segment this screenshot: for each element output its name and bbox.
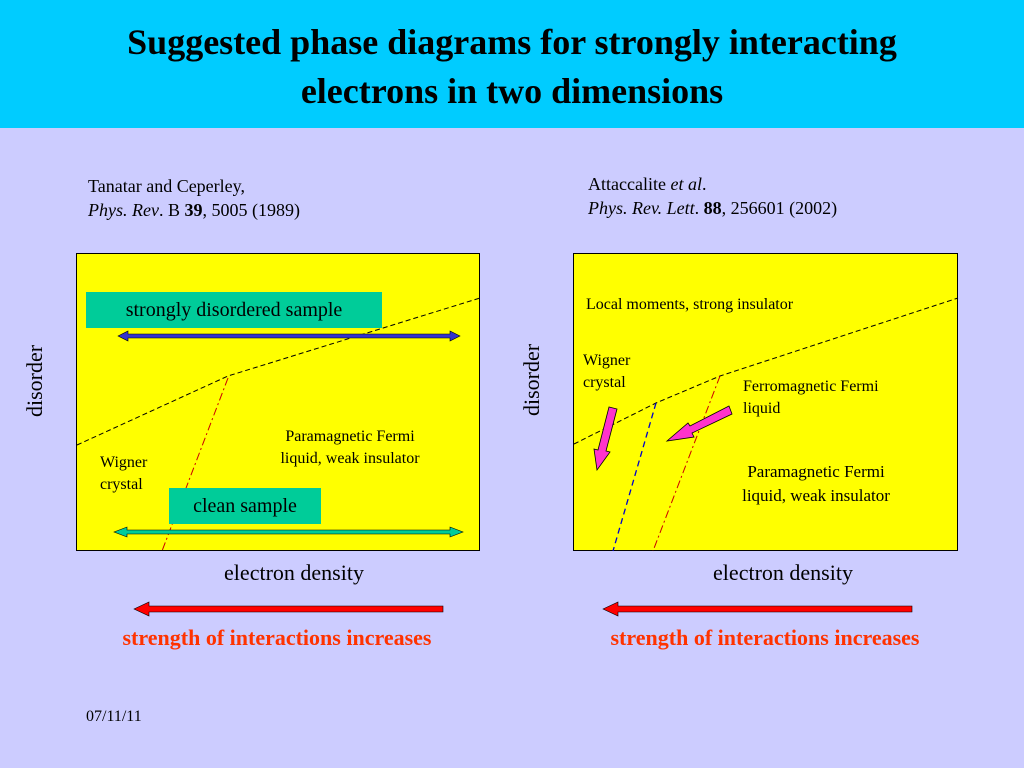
left-interaction-label: strength of interactions increases <box>122 625 432 650</box>
left-paramagnetic-line-1: Paramagnetic Fermi <box>285 428 415 445</box>
right-reference-authors: Attaccalite <box>588 174 671 194</box>
right-interaction-arrow <box>602 601 913 617</box>
left-reference-citation: Phys. Rev. B 39, 5005 (1989) <box>88 198 300 222</box>
right-paramagnetic-line-2: liquid, weak insulator <box>742 486 890 505</box>
left-paramagnetic-line-2: liquid, weak insulator <box>280 450 420 467</box>
right-reference: Attaccalite et al. Phys. Rev. Lett. 88, … <box>588 172 837 220</box>
left-y-axis-label: disorder <box>22 344 47 418</box>
slide-title-line-1: Suggested phase diagrams for strongly in… <box>127 22 897 62</box>
right-wigner-line-1: Wigner <box>583 352 631 369</box>
left-reference-pages: , 5005 (1989) <box>202 200 300 220</box>
right-reference-period: . <box>701 174 707 194</box>
left-wigner-line-1: Wigner <box>100 454 148 471</box>
strong-disorder-double-arrow <box>117 330 461 342</box>
left-reference-authors: Tanatar and Ceperley, <box>88 176 245 196</box>
right-disorder-boundary-line <box>573 297 959 445</box>
ferromagnetic-line-1: Ferromagnetic Fermi <box>743 378 879 395</box>
right-paramagnetic-label: Paramagnetic Fermi liquid, weak insulato… <box>716 460 916 508</box>
title-bar <box>0 0 1024 128</box>
left-wigner-boundary-line <box>161 377 229 552</box>
right-interaction-label: strength of interactions increases <box>610 625 920 650</box>
right-ferro-boundary-line <box>652 375 721 552</box>
ferromagnetic-line-2: liquid <box>743 400 781 417</box>
left-interaction-arrow <box>133 601 444 617</box>
left-wigner-label: Wigner crystal <box>100 452 147 496</box>
clean-sample-label: clean sample <box>169 488 321 524</box>
left-x-axis-label: electron density <box>224 560 364 585</box>
slide-date: 07/11/11 <box>86 708 142 725</box>
left-reference: Tanatar and Ceperley, Phys. Rev. B 39, 5… <box>88 174 300 222</box>
left-reference-journal: Phys. Rev <box>88 200 159 220</box>
right-paramagnetic-line-1: Paramagnetic Fermi <box>747 462 885 481</box>
right-reference-pages: , 256601 (2002) <box>721 198 838 218</box>
right-wigner-label: Wigner crystal <box>583 350 630 394</box>
wigner-pointer-arrow <box>593 406 618 472</box>
right-reference-sep: . <box>694 198 704 218</box>
local-moments-label: Local moments, strong insulator <box>586 296 794 313</box>
clean-sample-double-arrow <box>113 526 464 538</box>
right-reference-etal: et al <box>670 174 702 194</box>
right-phase-diagram-panel <box>573 253 958 551</box>
ferro-pointer-arrow <box>665 405 733 442</box>
right-y-axis-label: disorder <box>519 343 544 417</box>
right-wigner-line-2: crystal <box>583 374 626 391</box>
left-reference-series: . B <box>158 200 185 220</box>
slide-title-line-2: electrons in two dimensions <box>300 71 724 111</box>
strongly-disordered-label: strongly disordered sample <box>86 292 382 328</box>
right-wigner-boundary-line <box>612 402 657 552</box>
left-wigner-line-2: crystal <box>100 476 143 493</box>
right-reference-volume: 88 <box>703 198 722 218</box>
ferromagnetic-label: Ferromagnetic Fermi liquid <box>743 376 879 420</box>
left-paramagnetic-label: Paramagnetic Fermi liquid, weak insulato… <box>250 426 450 470</box>
left-reference-volume: 39 <box>184 200 203 220</box>
right-reference-citation: Phys. Rev. Lett. 88, 256601 (2002) <box>588 196 837 220</box>
right-reference-authors-line: Attaccalite et al. <box>588 172 837 196</box>
right-reference-journal: Phys. Rev. Lett <box>588 198 695 218</box>
right-x-axis-label: electron density <box>713 560 853 585</box>
